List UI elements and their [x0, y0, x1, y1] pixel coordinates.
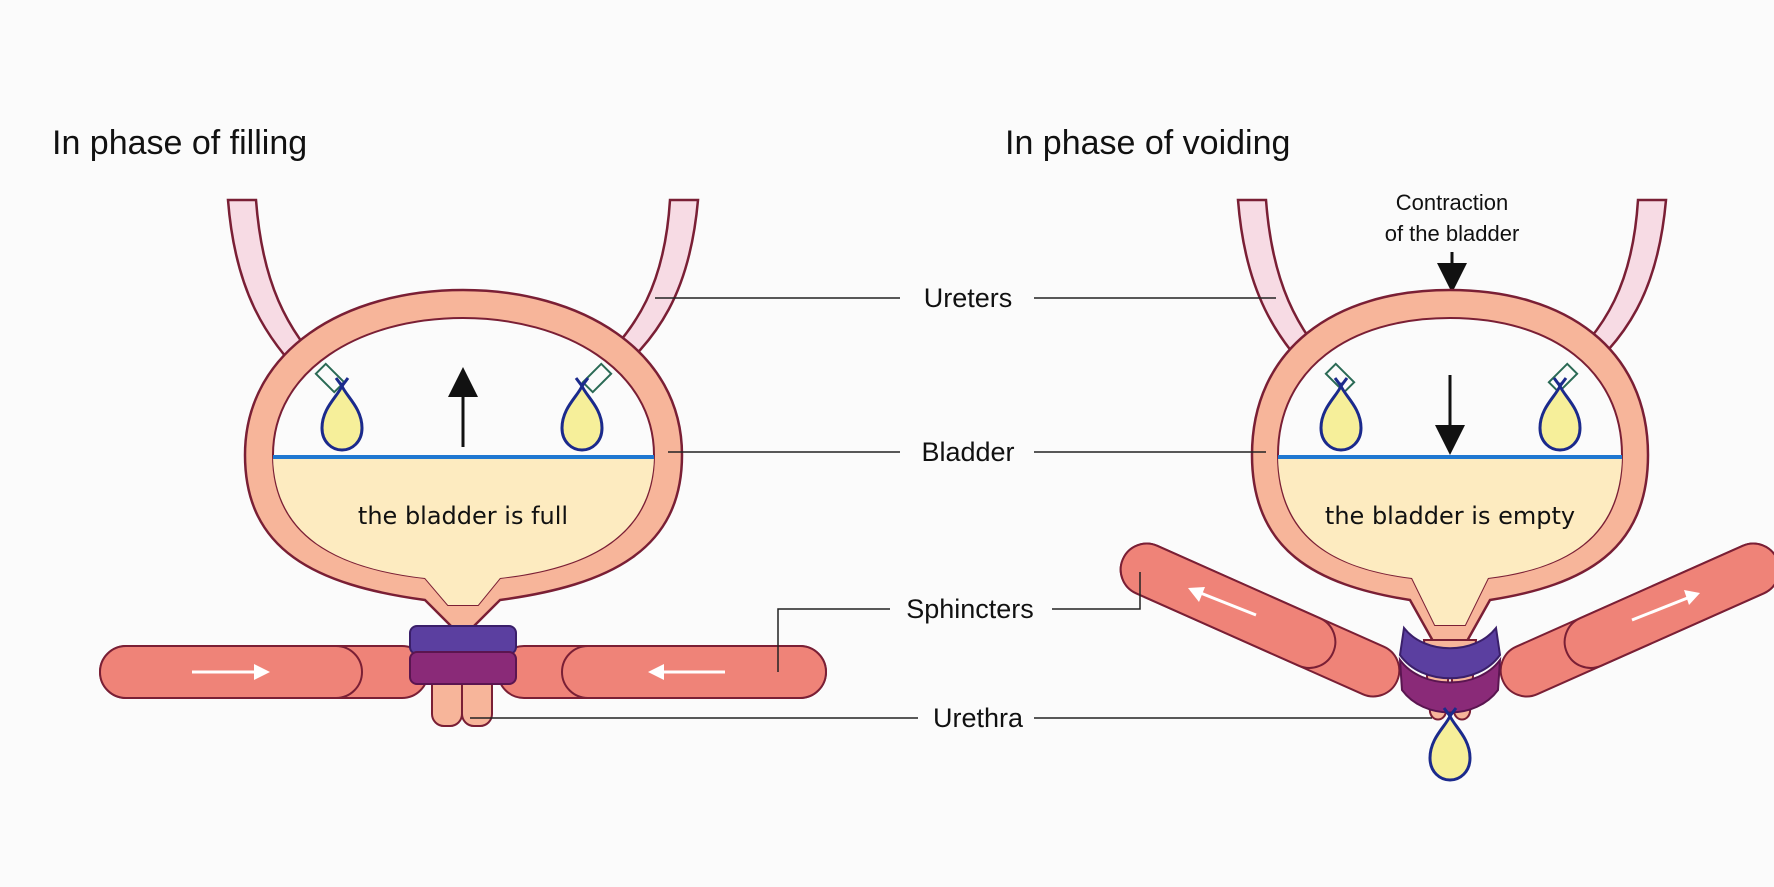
left-sphincter-lower	[409, 651, 517, 685]
label-urethra: Urethra	[933, 703, 1024, 733]
label-bladder: Bladder	[921, 437, 1014, 467]
right-orifice-right	[1547, 362, 1579, 394]
contraction-label-line2: of the bladder	[1385, 221, 1520, 246]
right-sphincter-upper	[1398, 625, 1502, 680]
left-orifice-right	[581, 362, 613, 394]
left-sphincter-upper	[409, 625, 517, 655]
right-urine	[1278, 457, 1622, 625]
voiding-diagram: Contraction of the bladder the bladder i…	[1119, 190, 1774, 782]
contraction-left-arrow-icon	[648, 664, 725, 680]
left-urine	[273, 457, 654, 605]
relax-left-arrow-icon	[1188, 587, 1257, 617]
center-labels: Ureters Bladder Sphincters Urethra	[470, 283, 1432, 733]
relax-right-arrow-icon	[1631, 590, 1700, 622]
title-filling: In phase of filling	[52, 124, 307, 162]
right-muscle-right	[1499, 542, 1774, 698]
right-muscle-left	[1119, 542, 1401, 698]
title-voiding: In phase of voiding	[1005, 124, 1290, 162]
contraction-right-arrow-icon	[192, 664, 270, 680]
leader-sphincters-left	[777, 608, 890, 672]
leader-sphincters-right	[1052, 572, 1141, 610]
contraction-label-line1: Contraction	[1396, 190, 1509, 215]
label-sphincters: Sphincters	[906, 594, 1034, 624]
right-orifice-left	[1324, 362, 1356, 394]
bladder-state-full: the bladder is full	[358, 502, 568, 530]
bladder-state-empty: the bladder is empty	[1325, 502, 1575, 530]
label-ureters: Ureters	[924, 283, 1013, 313]
right-sphincter-lower	[1398, 656, 1502, 714]
filling-diagram: the bladder is full	[99, 198, 827, 727]
left-orifice-left	[314, 362, 346, 394]
